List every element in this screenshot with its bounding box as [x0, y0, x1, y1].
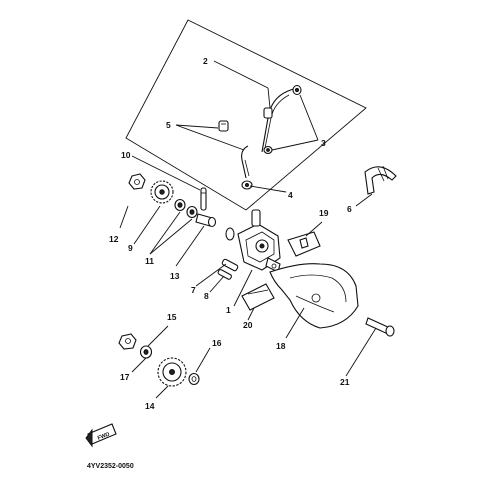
- cover-bolt: [365, 317, 395, 337]
- callout-7: 7: [191, 285, 196, 295]
- drive-gear: [150, 180, 174, 204]
- nut-lower-right: [188, 372, 200, 386]
- hose-fitting-lower: [241, 180, 253, 190]
- rubber-block: [287, 231, 321, 257]
- callout-4: 4: [288, 190, 293, 200]
- callout-3: 3: [321, 138, 326, 148]
- subassembly-frame: [125, 19, 367, 211]
- callout-2: 2: [203, 56, 208, 66]
- driven-gear: [157, 357, 187, 387]
- clamp-lower: [263, 145, 273, 155]
- callout-11: 11: [145, 256, 154, 266]
- diagram-code: 4YV2352-0050: [87, 463, 134, 470]
- oil-delivery-pipe: [261, 87, 297, 153]
- clamp-upper: [292, 84, 302, 96]
- callout-16: 16: [212, 338, 222, 348]
- callout-21: 21: [340, 377, 350, 387]
- washer-a: [174, 198, 186, 212]
- hose-fitting-upper: [218, 120, 229, 132]
- callout-8: 8: [204, 291, 209, 301]
- pump-screw-a: [221, 258, 239, 272]
- fwd-direction-marker: FWD: [85, 423, 117, 448]
- callout-12: 12: [109, 234, 119, 244]
- fwd-label: FWD: [97, 431, 111, 441]
- oil-hose: [241, 145, 250, 179]
- washer-lower: [139, 345, 153, 359]
- dowel-pin: [200, 187, 207, 211]
- callout-17: 17: [120, 372, 130, 382]
- callout-1: 1: [226, 305, 231, 315]
- pump-screw-b: [217, 269, 232, 280]
- small-nut-upper: [128, 173, 146, 190]
- oil-pump-assembly: [237, 209, 281, 273]
- callout-14: 14: [145, 401, 155, 411]
- callout-6: 6: [347, 204, 352, 214]
- washer-b: [186, 205, 198, 219]
- callout-18: 18: [276, 341, 286, 351]
- callout-19: 19: [319, 208, 329, 218]
- pump-cover: [269, 263, 359, 329]
- callout-20: 20: [243, 320, 253, 330]
- callout-5: 5: [166, 120, 171, 130]
- sleeve: [241, 283, 275, 311]
- leader-lines: [119, 60, 377, 399]
- callout-9: 9: [128, 243, 133, 253]
- callout-10: 10: [121, 150, 131, 160]
- nut-lower-left: [118, 333, 137, 350]
- callout-15: 15: [167, 312, 177, 322]
- collar-spacer: [195, 213, 217, 228]
- clip-bracket: [364, 165, 397, 195]
- o-ring: [225, 227, 235, 241]
- callout-13: 13: [170, 271, 180, 281]
